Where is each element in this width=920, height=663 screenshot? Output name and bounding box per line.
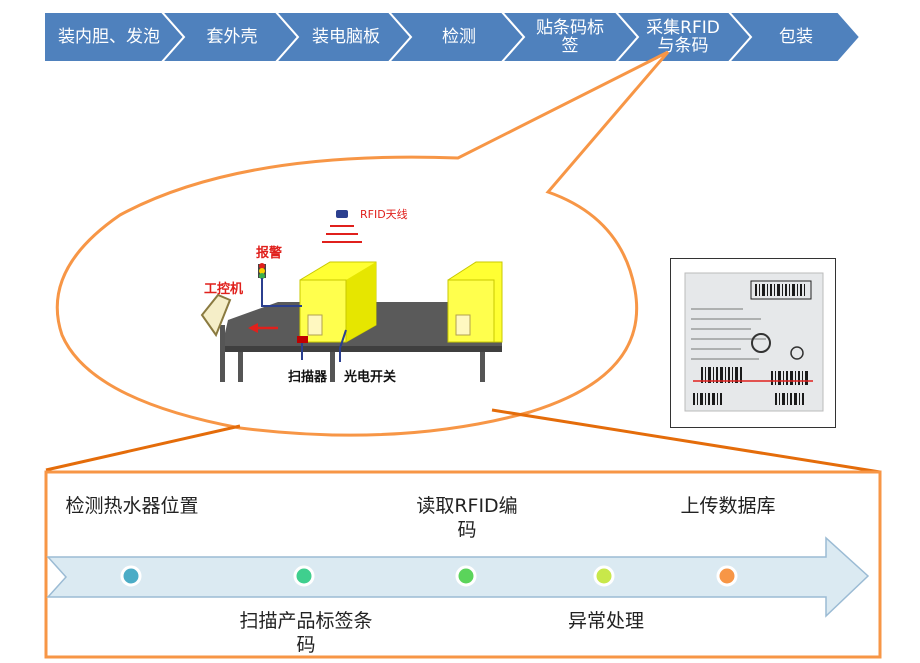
flow-step-exception: 异常处理 — [567, 610, 644, 632]
photo-switch-label: 光电开关 — [344, 370, 397, 385]
process-chevrons — [43, 11, 862, 63]
ipc-label: 工控机 — [204, 282, 244, 297]
scanner-label: 扫描器 — [288, 370, 328, 385]
flow-step-upload: 上传数据库 — [680, 495, 776, 517]
flow-dot-1 — [120, 565, 142, 587]
process-flow-bar: 装内胆、发泡 套外壳 装电脑板 检测 贴条码标签 采集RFID与条码 包装 — [0, 0, 920, 70]
flow-dot-5 — [716, 565, 738, 587]
conveyor-scene — [200, 210, 503, 382]
process-step-3: 装电脑板 — [312, 27, 380, 47]
process-step-5: 贴条码标签 — [536, 18, 604, 56]
alarm-label: 报警 — [256, 246, 283, 261]
flow-step-detect: 检测热水器位置 — [65, 495, 199, 517]
process-step-6: 采集RFID与条码 — [646, 18, 720, 56]
chevron-7 — [726, 11, 862, 63]
product-label-photo — [670, 258, 836, 428]
process-step-1: 装内胆、发泡 — [58, 27, 160, 47]
scanner-icon — [297, 336, 308, 343]
flow-step-scan: 扫描产品标签条码 — [239, 610, 373, 656]
flow-dot-4 — [593, 565, 615, 587]
ipc-icon — [200, 293, 232, 338]
rfid-antenna-label: RFID天线 — [360, 208, 408, 221]
photo-switch-icon — [339, 329, 347, 362]
flow-dot-2 — [293, 565, 315, 587]
rfid-antenna-icon — [336, 210, 348, 218]
flow-dot-3 — [455, 565, 477, 587]
process-step-4: 检测 — [442, 27, 476, 47]
process-step-7: 包装 — [779, 27, 813, 47]
label-photo-image — [684, 272, 824, 412]
process-step-2: 套外壳 — [206, 27, 258, 47]
flow-step-read-rfid: 读取RFID编码 — [416, 495, 518, 541]
